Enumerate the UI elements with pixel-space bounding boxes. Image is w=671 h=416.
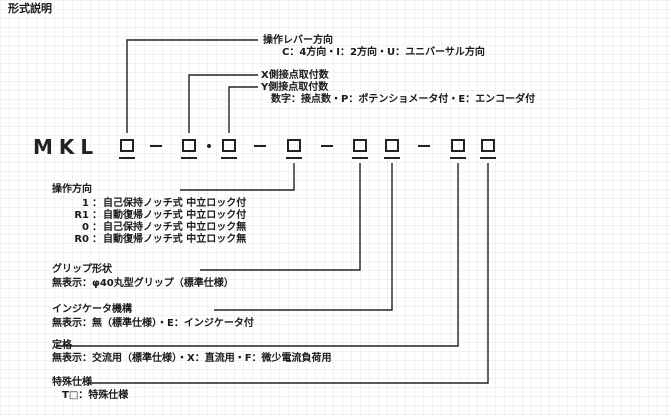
code-slot-operation-direction: [287, 139, 301, 152]
code-separator-dash: [150, 145, 162, 147]
direction-code: 1: [82, 198, 89, 209]
code-slot-underline: [384, 157, 400, 159]
code-separator-dot: [207, 144, 211, 148]
direction-colon: ：: [92, 210, 102, 221]
rating-heading: 定格: [52, 340, 72, 351]
special-desc: T□：特殊仕様: [62, 390, 129, 401]
connector-grip: [200, 163, 361, 271]
direction-code: R0: [74, 234, 89, 245]
code-separator-dash: [321, 145, 333, 147]
code-slot-underline: [352, 157, 368, 159]
connector-rating: [56, 163, 459, 347]
code-slot-underline: [480, 157, 496, 159]
code-slot-y-contacts: [222, 139, 236, 152]
direction-colon: ：: [92, 198, 102, 209]
direction-desc: 自己保持ノッチ式 中立ロック付: [103, 198, 247, 209]
x-contacts-label: X側接点取付数: [261, 70, 329, 81]
connector-operation-direction: [180, 163, 295, 191]
code-slot-underline: [181, 157, 197, 159]
operation-direction-heading: 操作方向: [52, 184, 92, 195]
operation-lever-heading: 操作レバー方向: [263, 35, 333, 46]
y-contacts-label: Y側接点取付数: [261, 82, 329, 93]
indicator-heading: インジケータ機構: [52, 304, 132, 315]
direction-code: R1: [74, 210, 89, 221]
code-slot-underline: [286, 157, 302, 159]
page-title: 形式説明: [8, 2, 52, 15]
code-slot-special: [481, 139, 495, 152]
grip-desc: 無表示：φ40丸型グリップ（標準仕様）: [52, 278, 234, 289]
code-slot-indicator: [385, 139, 399, 152]
code-slot-x-contacts: [182, 139, 196, 152]
connector-operation-lever: [126, 39, 258, 133]
direction-colon: ：: [92, 234, 102, 245]
contacts-desc: 数字：接点数・P：ポテンショメータ付・E：エンコーダ付: [271, 94, 536, 105]
special-heading: 特殊仕様: [52, 377, 92, 388]
direction-code: 0: [82, 222, 89, 233]
connector-indicator: [214, 163, 393, 311]
connector-special: [90, 163, 489, 384]
direction-desc: 自己保持ノッチ式 中立ロック無: [103, 222, 247, 233]
code-slot-rating: [451, 139, 465, 152]
direction-desc: 自動復帰ノッチ式 中立ロック無: [103, 234, 247, 245]
indicator-desc: 無表示：無（標準仕様）・E：インジケータ付: [52, 318, 254, 329]
connector-x-contacts: [188, 74, 258, 133]
operation-lever-desc: C：4方向・I：2方向・U：ユニバーサル方向: [282, 47, 485, 58]
grip-heading: グリップ形状: [52, 264, 112, 275]
direction-desc: 自動復帰ノッチ式 中立ロック付: [103, 210, 247, 221]
code-slot-underline: [221, 157, 237, 159]
code-slot-underline: [450, 157, 466, 159]
code-slot-underline: [119, 157, 135, 159]
code-slot-grip: [353, 139, 367, 152]
code-separator-dash: [418, 145, 430, 147]
connector-y-contacts: [228, 86, 258, 133]
direction-colon: ：: [92, 222, 102, 233]
model-prefix: MKL: [33, 135, 100, 159]
code-slot-lever: [120, 139, 134, 152]
code-separator-dash: [254, 145, 266, 147]
rating-desc: 無表示：交流用（標準仕様）・X：直流用・F：微少電流負荷用: [52, 353, 332, 364]
